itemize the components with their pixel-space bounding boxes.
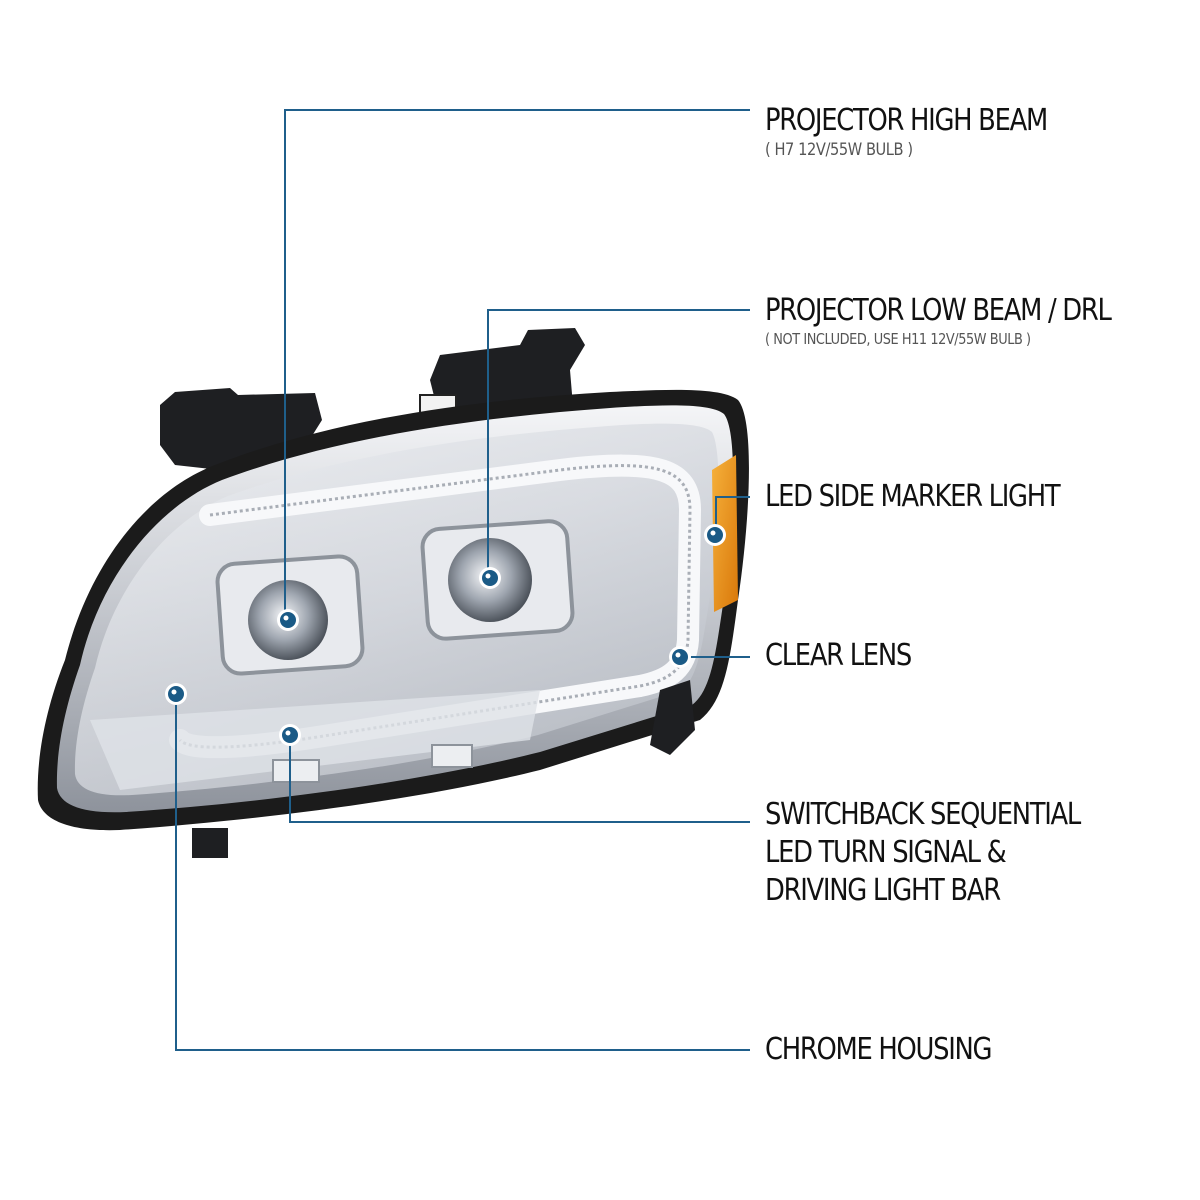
chrome-housing-leader-line	[175, 694, 750, 1051]
callout-clear-lens: CLEAR LENS	[765, 637, 935, 675]
switchback-leader-line	[289, 735, 750, 823]
lower-clip-1	[431, 744, 473, 768]
chrome-housing-dot	[168, 686, 184, 702]
clear-lens-dot	[672, 649, 688, 665]
low-beam-dot-highlight	[485, 573, 491, 579]
low-beam-leader-line	[487, 309, 750, 578]
high-beam-dot	[280, 612, 296, 628]
side-marker-dot-highlight	[710, 530, 716, 536]
side-marker-dot	[707, 527, 723, 543]
lower-reflector	[90, 690, 540, 790]
headlight-assembly	[37, 328, 749, 858]
callout-led-side-marker: LED SIDE MARKER LIGHT	[765, 478, 1107, 516]
callout-chrome-housing: CHROME HOUSING	[765, 1031, 1028, 1069]
clear-lens-title: CLEAR LENS	[765, 638, 912, 673]
bottom-tab-right	[650, 680, 695, 755]
projector-high-beam-subtitle: ( H7 12V/55W BULB )	[765, 140, 913, 160]
side-marker-leader-line	[715, 496, 750, 535]
switchback-line-2: LED TURN SIGNAL &	[765, 835, 1007, 870]
chrome-housing-title: CHROME HOUSING	[765, 1032, 993, 1067]
chrome-housing-dot-highlight	[171, 689, 177, 695]
lower-clip-2	[272, 759, 320, 783]
projector-high-beam-title: PROJECTOR HIGH BEAM	[765, 103, 1048, 138]
callout-switchback-led: SWITCHBACK SEQUENTIAL LED TURN SIGNAL & …	[765, 796, 1131, 910]
switchback-dot-highlight	[285, 730, 291, 736]
led-side-marker-title: LED SIDE MARKER LIGHT	[765, 479, 1061, 514]
callout-leaders	[165, 109, 750, 1051]
low-beam-dot	[482, 570, 498, 586]
clear-lens-dot-highlight	[675, 652, 681, 658]
switchback-line-3: DRIVING LIGHT BAR	[765, 873, 1001, 908]
switchback-dot	[282, 727, 298, 743]
callout-projector-high-beam: PROJECTOR HIGH BEAM ( H7 12V/55W BULB )	[765, 102, 1093, 160]
high-beam-leader-line	[284, 109, 750, 620]
callout-projector-low-beam: PROJECTOR LOW BEAM / DRL ( NOT INCLUDED,…	[765, 292, 1167, 348]
switchback-line-1: SWITCHBACK SEQUENTIAL	[765, 797, 1081, 832]
projector-low-beam-subtitle: ( NOT INCLUDED, USE H11 12V/55W BULB )	[765, 330, 1031, 348]
high-beam-dot-highlight	[283, 615, 289, 621]
projector-low-beam-title: PROJECTOR LOW BEAM / DRL	[765, 293, 1112, 328]
bottom-tab-left	[192, 828, 228, 858]
